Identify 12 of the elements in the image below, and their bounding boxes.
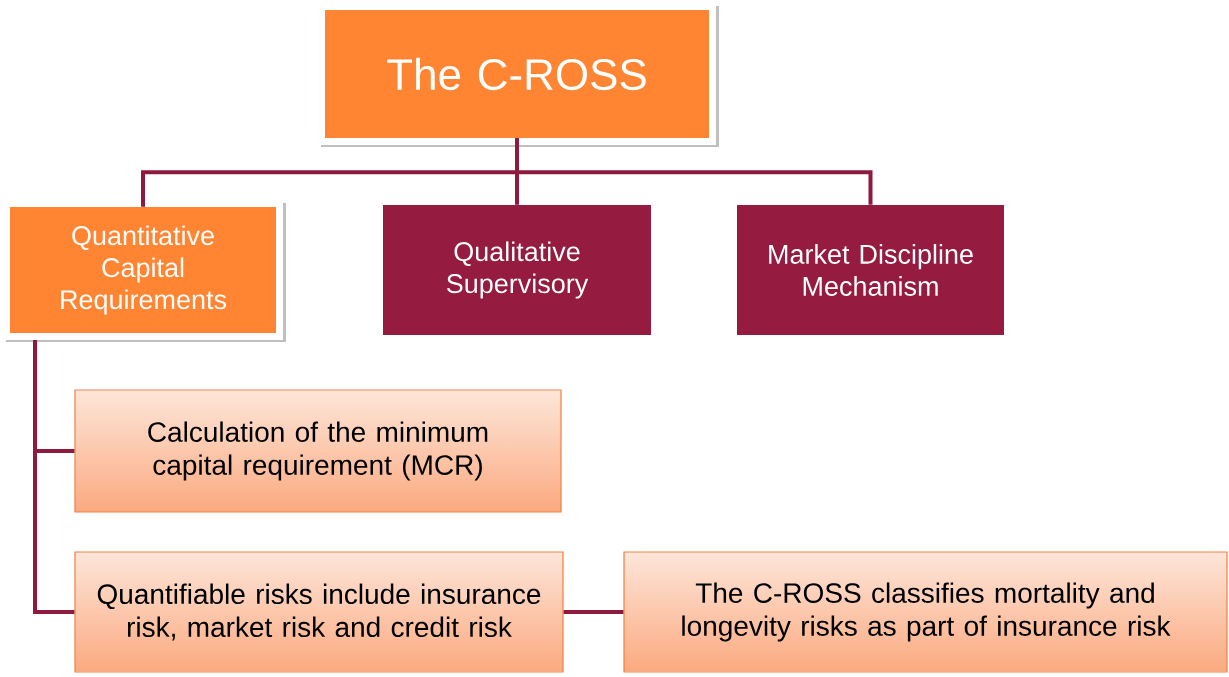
connector <box>563 610 624 614</box>
category-box: Market Discipline Mechanism <box>737 205 1004 335</box>
node-label: The C-ROSS <box>387 57 646 91</box>
node-label: Quantitative Capital Requirements <box>61 225 227 315</box>
category-box: Qualitative Supervisory <box>383 205 651 335</box>
detail-box: The C-ROSS classifies mortality and longevity risks as part of insurance risk <box>623 551 1228 673</box>
title-box: The C-ROSS <box>318 3 719 147</box>
detail-box: Quantifiable risks include insurance risk, market risk and credit risk <box>74 551 564 673</box>
connector <box>515 138 873 205</box>
detail-box: Calculation of the minimum capital requirement (MCR) <box>74 389 562 513</box>
category-box: Quantitative Capital Requirements <box>3 200 286 342</box>
connector <box>33 340 75 614</box>
